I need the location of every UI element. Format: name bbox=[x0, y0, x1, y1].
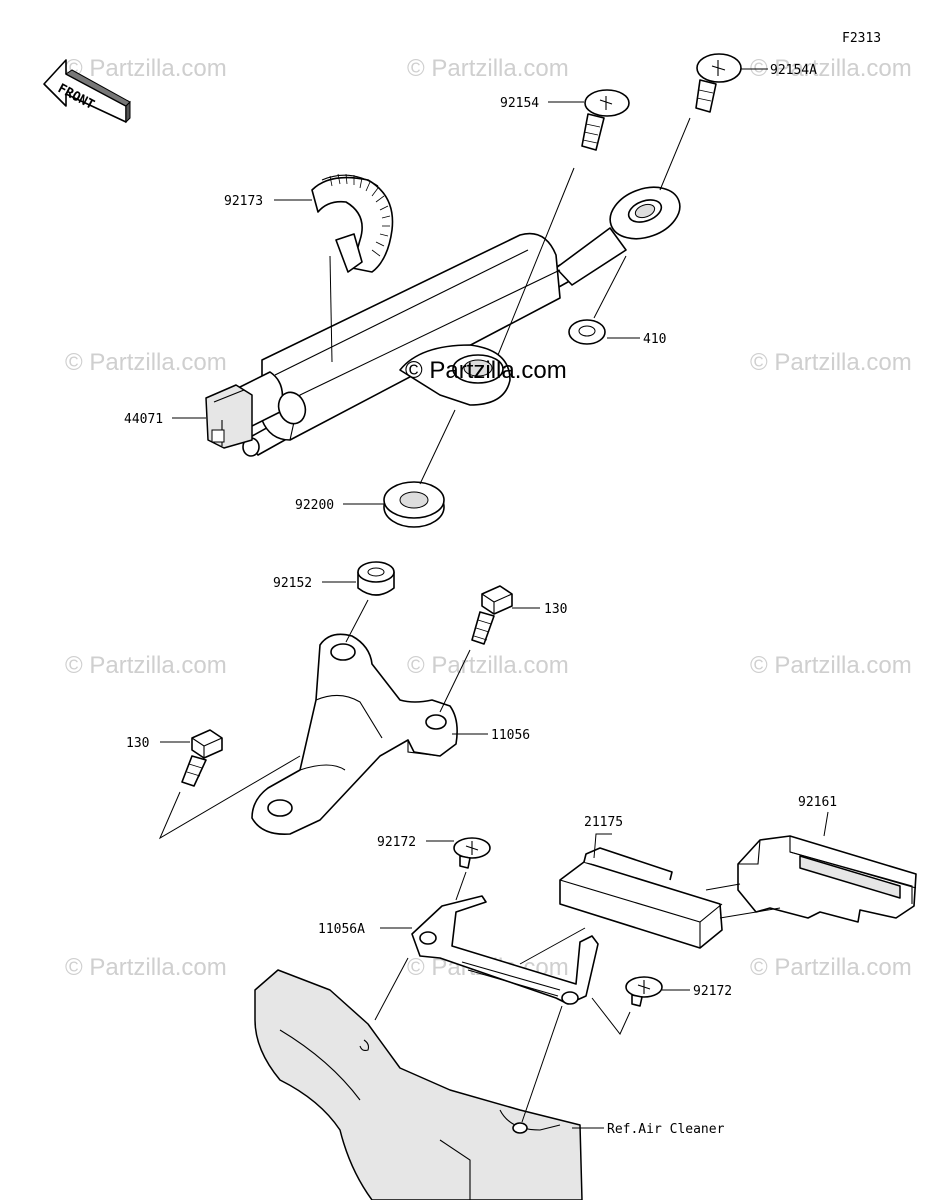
label-21175: 21175 bbox=[584, 815, 623, 830]
watermark: © Partzilla.com bbox=[750, 652, 912, 679]
screw-92172-right bbox=[625, 976, 663, 1007]
air-cleaner-reference bbox=[254, 969, 583, 1200]
label-11056: 11056 bbox=[491, 728, 530, 743]
bolt-130-left bbox=[181, 729, 223, 787]
watermark: © Partzilla.com bbox=[750, 349, 912, 376]
label-92200: 92200 bbox=[295, 498, 334, 513]
label-44071: 44071 bbox=[124, 412, 163, 427]
watermark: © Partzilla.com bbox=[65, 55, 227, 82]
label-92154A: 92154A bbox=[770, 63, 817, 78]
part-labels: 92154A 92154 92173 410 44071 92200 92152… bbox=[124, 63, 837, 1137]
figure-code: F2313 bbox=[842, 31, 881, 46]
watermark: © Partzilla.com bbox=[750, 55, 912, 82]
collar-92200 bbox=[383, 481, 445, 528]
holder-92161 bbox=[737, 835, 917, 923]
watermark: © Partzilla.com bbox=[407, 652, 569, 679]
label-92173: 92173 bbox=[224, 194, 263, 209]
front-arrow-icon: FRONT bbox=[43, 59, 131, 124]
label-92172-upper: 92172 bbox=[377, 835, 416, 850]
steering-damper bbox=[205, 186, 681, 457]
bracket-11056 bbox=[251, 633, 458, 835]
label-92172-right: 92172 bbox=[693, 984, 732, 999]
band-clip-92173 bbox=[311, 173, 394, 273]
label-130-upper: 130 bbox=[544, 602, 567, 617]
collar-92152 bbox=[357, 561, 395, 596]
label-130-left: 130 bbox=[126, 736, 149, 751]
label-92152: 92152 bbox=[273, 576, 312, 591]
screw-92154 bbox=[581, 89, 630, 151]
watermark: © Partzilla.com bbox=[65, 349, 227, 376]
bolt-130-upper bbox=[471, 585, 513, 645]
label-11056A: 11056A bbox=[318, 922, 365, 937]
bracket-11056A bbox=[411, 895, 599, 1005]
label-92154: 92154 bbox=[500, 96, 539, 111]
label-92161: 92161 bbox=[798, 795, 837, 810]
watermark-layer: © Partzilla.com © Partzilla.com © Partzi… bbox=[65, 55, 912, 981]
leader-lines bbox=[158, 68, 829, 1129]
watermark: © Partzilla.com bbox=[65, 954, 227, 981]
pad-21175 bbox=[559, 847, 723, 949]
watermark: © Partzilla.com bbox=[750, 954, 912, 981]
reference-label: Ref.Air Cleaner bbox=[607, 1122, 725, 1137]
center-watermark: © Partzilla.com bbox=[405, 357, 567, 384]
screw-92172-upper bbox=[453, 837, 491, 869]
watermark: © Partzilla.com bbox=[65, 652, 227, 679]
watermark: © Partzilla.com bbox=[407, 55, 569, 82]
washer-410 bbox=[568, 319, 606, 345]
screw-92154A bbox=[695, 53, 742, 113]
label-410: 410 bbox=[643, 332, 666, 347]
